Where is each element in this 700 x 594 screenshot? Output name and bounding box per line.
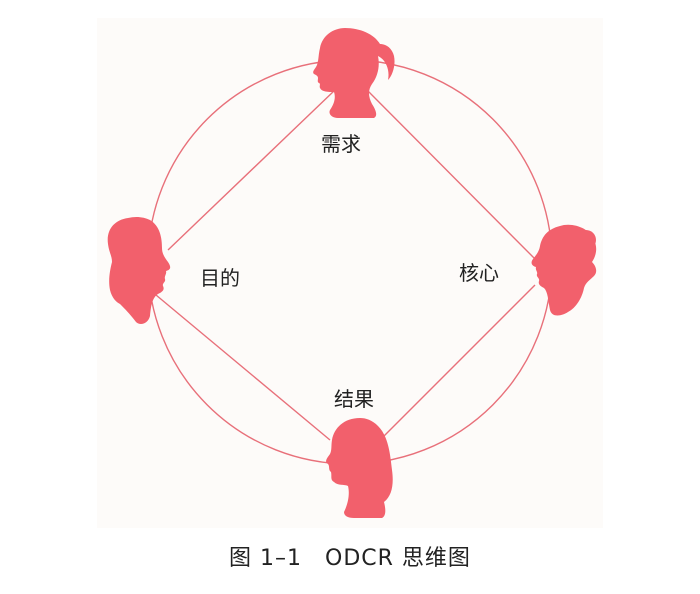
edge-top-right [364, 87, 539, 263]
woman-bun-head-icon [531, 224, 597, 316]
label-objective: 目的 [200, 266, 240, 290]
label-need: 需求 [321, 132, 361, 156]
label-core: 核心 [459, 261, 499, 285]
woman-ponytail-head-icon [313, 28, 395, 118]
edge-bottom-left [149, 289, 331, 441]
label-result: 结果 [334, 387, 374, 411]
figure-caption: 图 1–1 ODCR 思维图 [229, 546, 471, 571]
inner-diamond [149, 87, 539, 441]
man-head-icon [107, 216, 171, 324]
edge-right-bottom [381, 284, 536, 439]
edge-left-top [167, 89, 336, 251]
woman-bob-head-icon [326, 418, 393, 518]
